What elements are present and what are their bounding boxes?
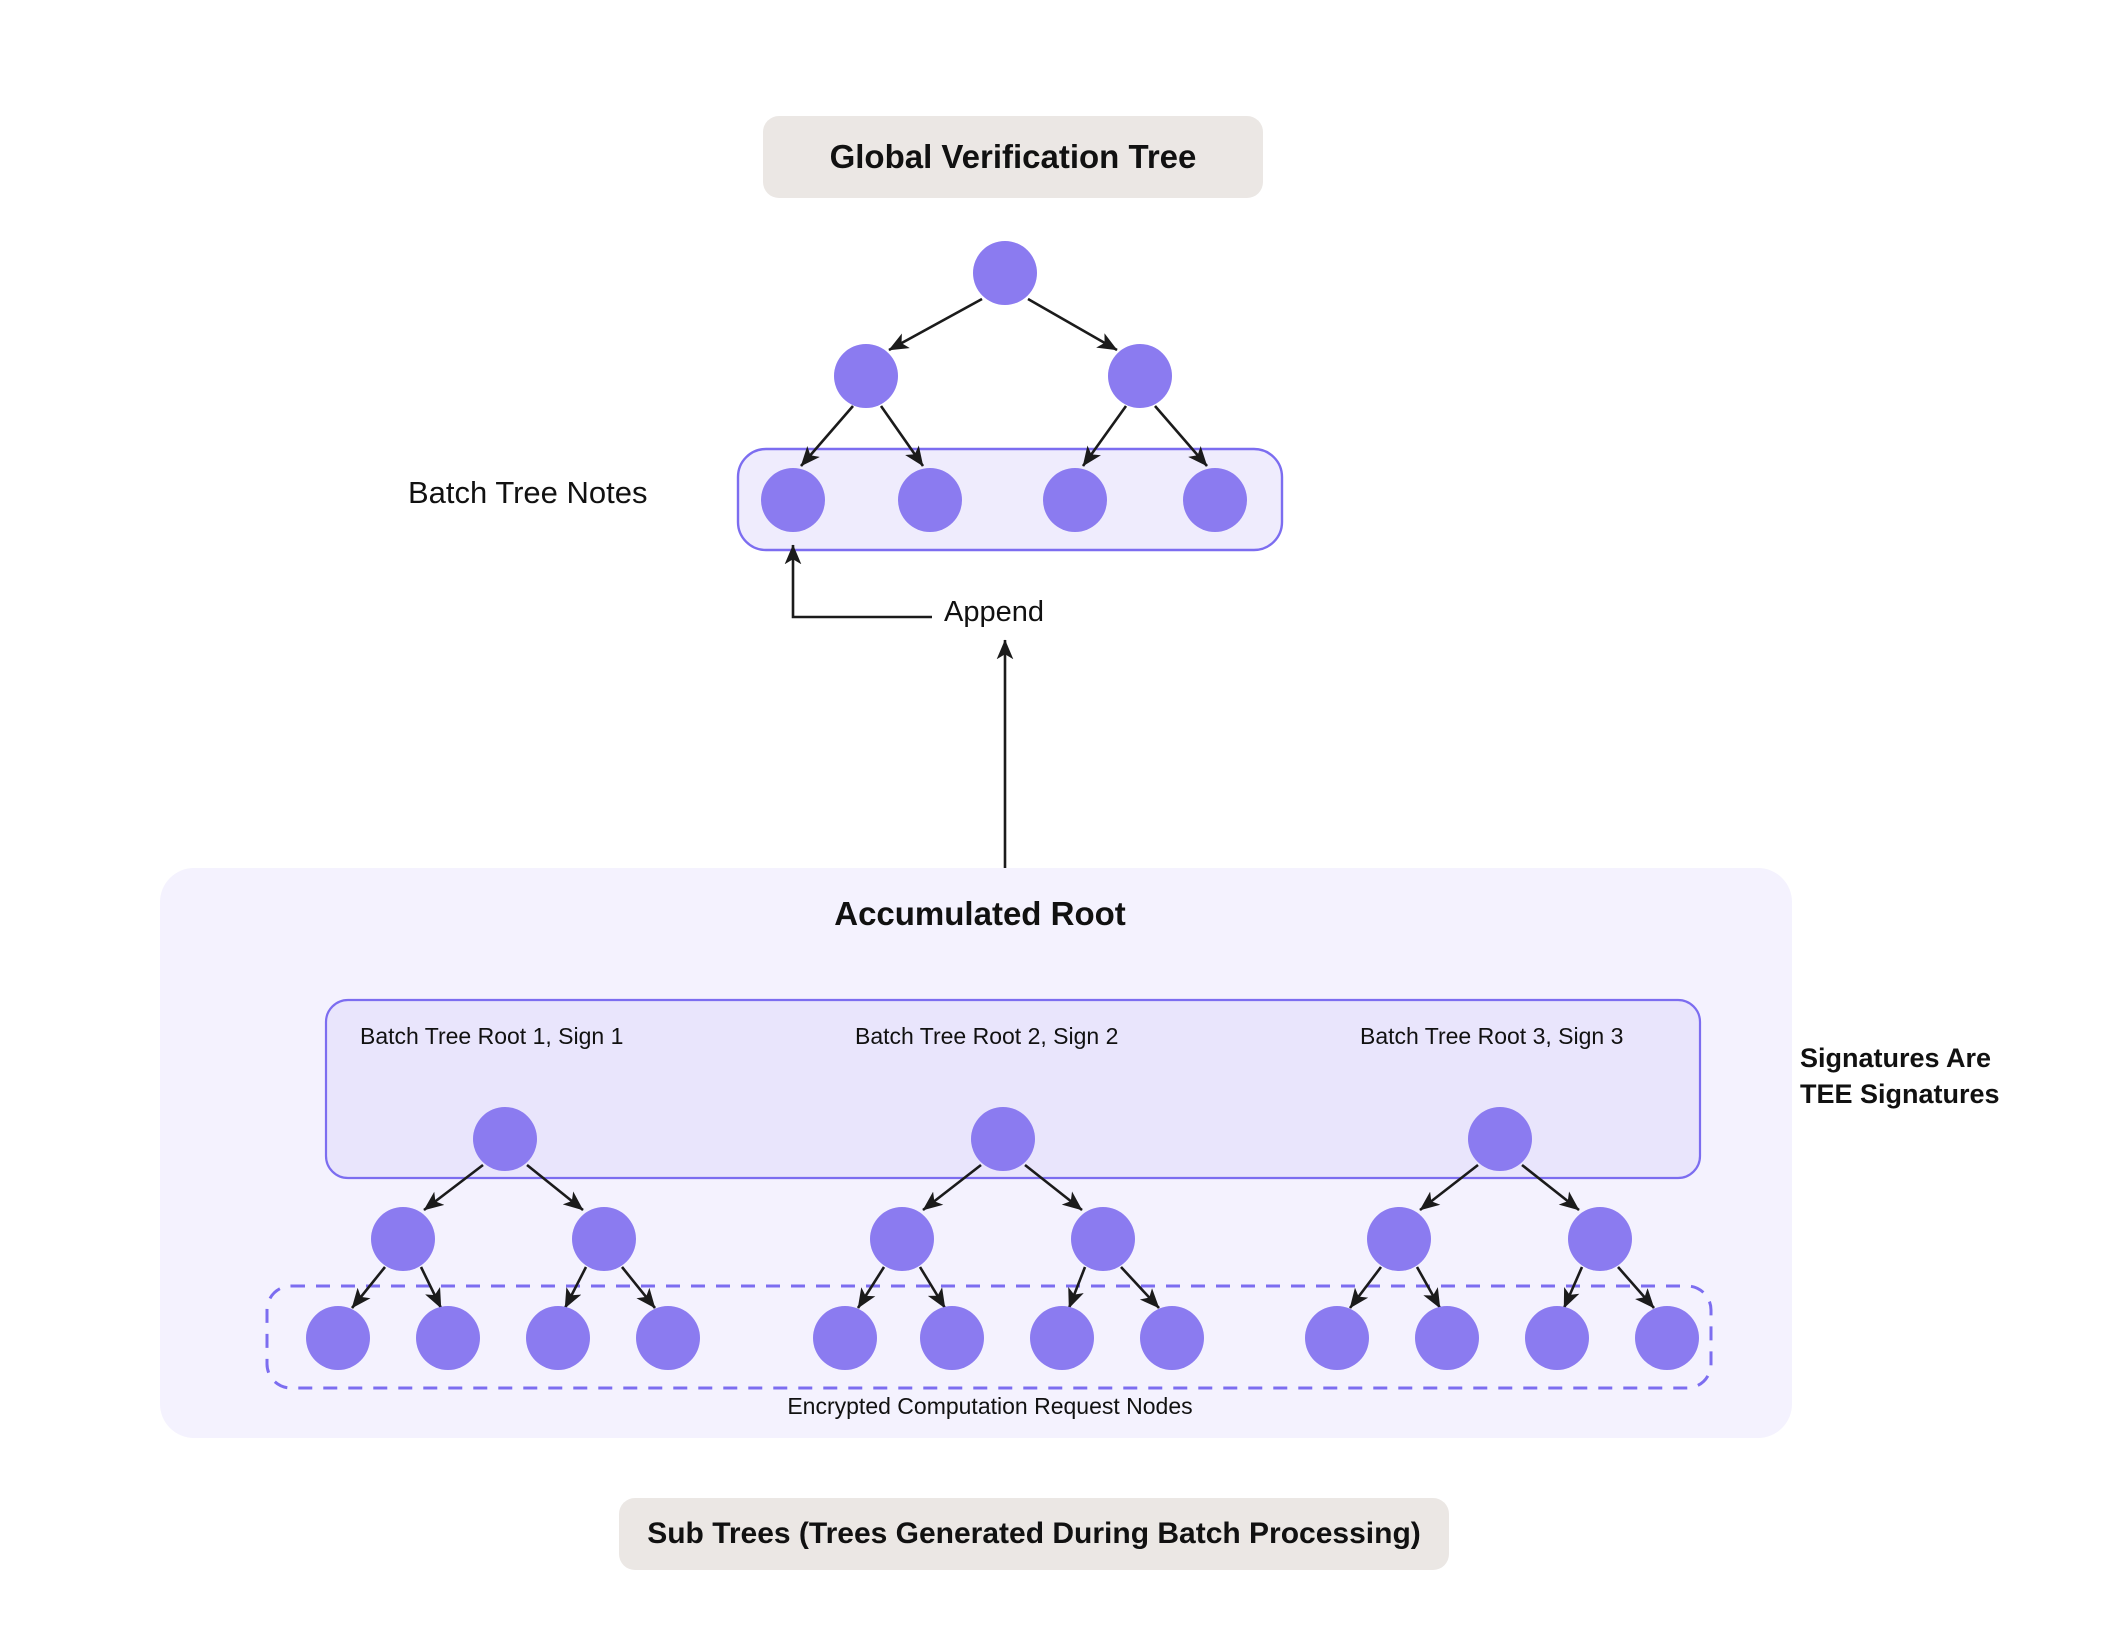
edge-st2-root-to-l2-0	[922, 1163, 982, 1212]
st3-leaf-node-2[interactable]	[1525, 1306, 1589, 1370]
global-root-node[interactable]	[973, 241, 1037, 305]
st1-leaf-node-3[interactable]	[636, 1306, 700, 1370]
append-label: Append	[944, 596, 1044, 628]
edge-global-l2-0-to-leaf-0	[800, 405, 854, 467]
edge-st3-l2-1-to-leaf-2	[1562, 1266, 1584, 1309]
batch-tree-notes-label: Batch Tree Notes	[408, 475, 648, 510]
edge-st3-l2-0-to-leaf-0	[1348, 1266, 1383, 1309]
st2-leaf-node-0[interactable]	[813, 1306, 877, 1370]
global-leaf-node-0[interactable]	[761, 468, 825, 532]
st1-level2-node-1[interactable]	[572, 1207, 636, 1271]
edge-st1-l2-1-to-leaf-3	[620, 1266, 657, 1309]
edge-global-l2-0-to-leaf-1	[879, 405, 925, 467]
edge-st2-root-to-l2-1	[1024, 1163, 1083, 1212]
st2-leaf-node-3[interactable]	[1140, 1306, 1204, 1370]
sub-tree-3-nodes	[1305, 1107, 1699, 1370]
sub-tree-1-nodes	[306, 1107, 700, 1370]
encrypted-request-nodes-panel	[265, 1284, 1713, 1390]
edge-st3-root-to-l2-1	[1521, 1163, 1580, 1212]
global-leaf-node-2[interactable]	[1043, 468, 1107, 532]
st1-leaf-node-0[interactable]	[306, 1306, 370, 1370]
batch-tree-root-caption-1: Batch Tree Root 1, Sign 1	[360, 1023, 624, 1049]
edge-st2-l2-0-to-leaf-0	[856, 1266, 886, 1309]
global-tree-nodes	[761, 241, 1247, 532]
batch-tree-root-caption-2: Batch Tree Root 2, Sign 2	[855, 1023, 1119, 1049]
sub-trees-title: Sub Trees (Trees Generated During Batch …	[619, 1498, 1449, 1570]
global-tree-edges	[800, 297, 1208, 467]
append-elbow-path	[784, 544, 932, 619]
st2-leaf-node-1[interactable]	[920, 1306, 984, 1370]
encrypted-computation-request-nodes-label: Encrypted Computation Request Nodes	[787, 1393, 1193, 1419]
edge-st1-root-to-l2-0	[423, 1163, 484, 1212]
edge-st1-root-to-l2-1	[526, 1163, 584, 1212]
batch-tree-roots-panel	[324, 998, 1702, 1180]
edge-st2-l2-1-to-leaf-3	[1120, 1266, 1160, 1309]
st1-root-node[interactable]	[473, 1107, 537, 1171]
sub-tree-2-edges	[856, 1163, 1160, 1309]
global-level2-node-1[interactable]	[1108, 344, 1172, 408]
edge-st1-l2-1-to-leaf-2	[563, 1266, 588, 1309]
edge-st1-l2-0-to-leaf-0	[350, 1266, 387, 1309]
sub-tree-2-nodes	[813, 1107, 1204, 1370]
st3-leaf-node-0[interactable]	[1305, 1306, 1369, 1370]
st3-root-node[interactable]	[1468, 1107, 1532, 1171]
accumulated-root-title: Accumulated Root	[834, 895, 1126, 932]
edge-global-l2-1-to-leaf-3	[1154, 405, 1208, 467]
st2-root-node[interactable]	[971, 1107, 1035, 1171]
st1-level2-node-0[interactable]	[371, 1207, 435, 1271]
sub-tree-1-edges	[350, 1163, 657, 1309]
st2-level2-node-1[interactable]	[1071, 1207, 1135, 1271]
tee-signatures-note: Signatures Are TEE Signatures	[1800, 1043, 2000, 1110]
edge-global-root-to-l2-0	[888, 297, 983, 352]
st1-leaf-node-2[interactable]	[526, 1306, 590, 1370]
edge-st2-l2-1-to-leaf-2	[1067, 1266, 1087, 1309]
append-connector	[784, 544, 932, 619]
edge-st3-l2-1-to-leaf-3	[1617, 1266, 1655, 1309]
st3-leaf-node-3[interactable]	[1635, 1306, 1699, 1370]
edge-st2-l2-0-to-leaf-1	[918, 1266, 947, 1309]
sub-tree-3-edges	[1348, 1163, 1655, 1309]
st3-level2-node-1[interactable]	[1568, 1207, 1632, 1271]
sub-tree-3	[1305, 1107, 1699, 1370]
st3-level2-node-0[interactable]	[1367, 1207, 1431, 1271]
batch-tree-notes-panel	[736, 447, 1284, 552]
edge-st1-l2-0-to-leaf-1	[419, 1266, 443, 1309]
edge-st3-root-to-l2-0	[1419, 1163, 1479, 1212]
global-leaf-node-1[interactable]	[898, 468, 962, 532]
sub-tree-2	[813, 1107, 1204, 1370]
global-leaf-node-3[interactable]	[1183, 468, 1247, 532]
edge-global-l2-1-to-leaf-2	[1081, 405, 1128, 467]
batch-tree-root-caption-3: Batch Tree Root 3, Sign 3	[1360, 1023, 1624, 1049]
st1-leaf-node-1[interactable]	[416, 1306, 480, 1370]
edge-global-root-to-l2-1	[1027, 297, 1118, 352]
global-level2-node-0[interactable]	[834, 344, 898, 408]
edge-st3-l2-0-to-leaf-1	[1415, 1266, 1442, 1309]
st2-level2-node-0[interactable]	[870, 1207, 934, 1271]
st3-leaf-node-1[interactable]	[1415, 1306, 1479, 1370]
global-verification-tree-title: Global Verification Tree	[763, 116, 1263, 198]
sub-tree-1	[306, 1107, 700, 1370]
st2-leaf-node-2[interactable]	[1030, 1306, 1094, 1370]
